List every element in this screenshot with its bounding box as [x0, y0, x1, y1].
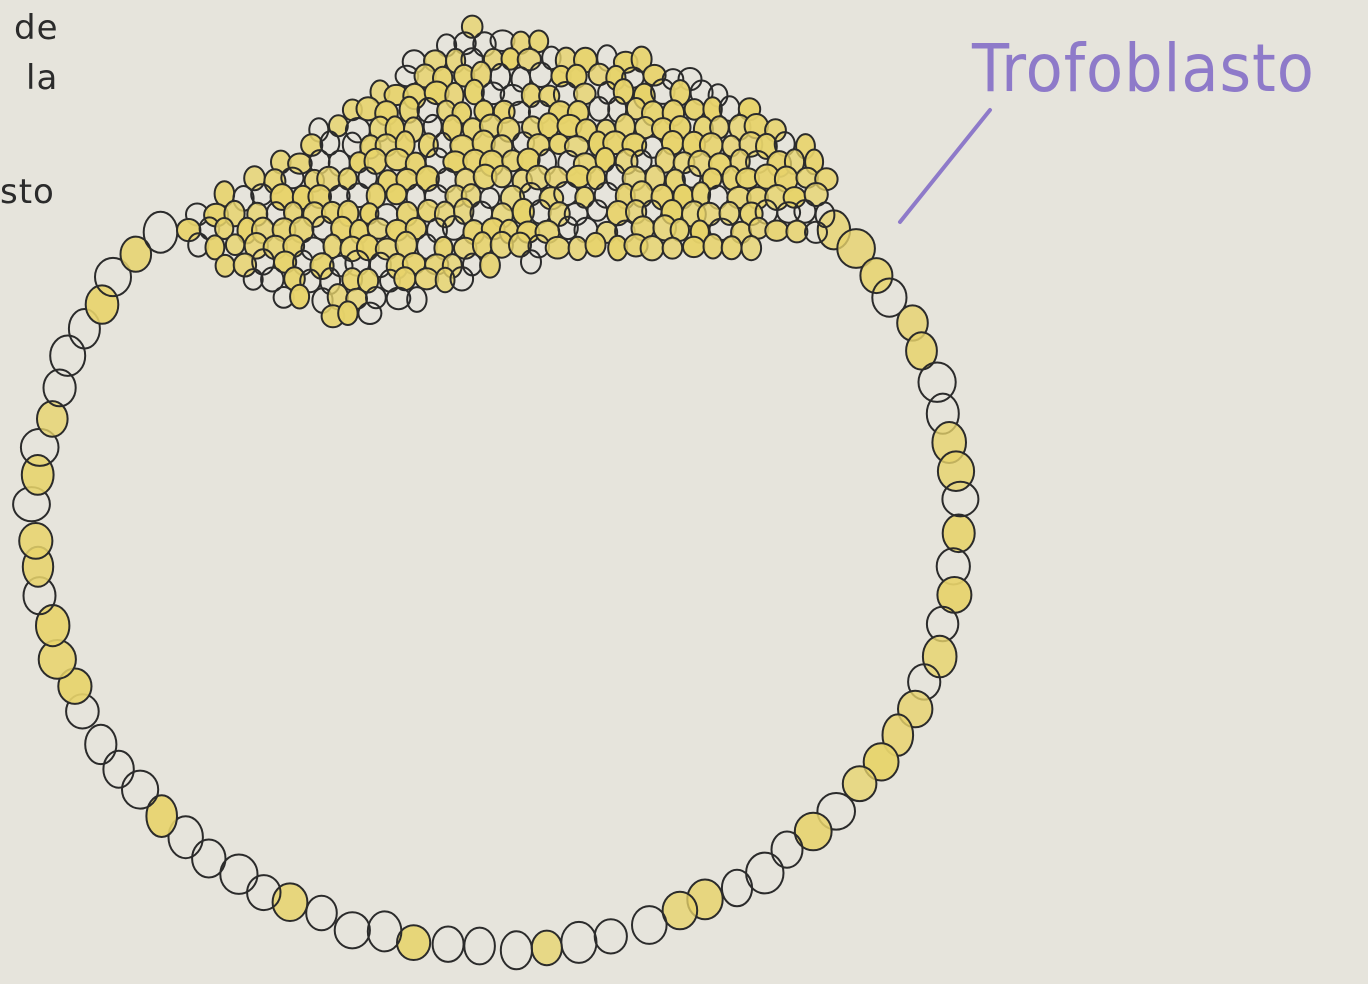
trophoblast-cell [943, 515, 975, 553]
inner-cell [290, 285, 309, 309]
trophoblast-cell [795, 813, 832, 851]
inner-cell [589, 97, 609, 121]
inner-cell [365, 149, 387, 174]
inner-cell [546, 237, 570, 259]
trophoblast-cell [632, 906, 667, 944]
inner-cell [177, 219, 200, 241]
trophoblast-label: Trofoblasto [972, 30, 1315, 107]
inner-cell [575, 187, 594, 208]
trophoblast-cell [306, 896, 337, 931]
trophoblast-cell [595, 919, 627, 953]
trophoblast-cell [50, 336, 85, 376]
trophoblast-cell [923, 636, 957, 678]
trophoblast-cell [532, 931, 562, 966]
trophoblast-cell [722, 870, 752, 907]
trophoblast-cell [335, 912, 370, 948]
inner-cell [722, 236, 742, 259]
inner-cell [794, 200, 815, 223]
trophoblast-cell [663, 892, 698, 930]
trophoblast-cell [433, 927, 464, 962]
inner-cell [386, 184, 406, 204]
trophoblast-cell [501, 931, 532, 969]
inner-cell [545, 167, 568, 188]
inner-cell [587, 167, 605, 190]
inner-cell [765, 221, 788, 241]
inner-cell [742, 236, 762, 260]
inner-cell [329, 115, 348, 136]
trophoblast-cell [561, 922, 596, 963]
trophoblast-cell [122, 771, 158, 809]
trophoblast-cell [146, 795, 177, 837]
inner-cell [641, 236, 664, 260]
inner-cell-mass [177, 16, 838, 328]
trophoblast-cell [144, 212, 178, 253]
inner-cell [480, 253, 500, 278]
inner-cell [569, 237, 587, 260]
inner-cell [216, 255, 235, 277]
trophoblast-cell [19, 523, 52, 559]
inner-cell [704, 234, 723, 258]
trophoblast-cell [368, 911, 402, 951]
inner-cell [492, 166, 512, 188]
inner-cell [301, 134, 322, 156]
trophoblast-cell [85, 725, 116, 764]
inner-cell [586, 233, 606, 257]
trophoblast-leader-line [900, 110, 990, 222]
trophoblast-cell [860, 258, 892, 293]
inner-cell [683, 237, 705, 257]
inner-cell [338, 301, 357, 325]
trophoblast-cell [36, 605, 69, 646]
inner-cell [226, 234, 244, 255]
trophoblast-cell [938, 451, 974, 491]
trophoblast-cell [103, 751, 133, 788]
inner-cell [663, 238, 683, 259]
trophoblast-cell [192, 840, 225, 878]
trophoblast-cell [464, 928, 495, 965]
trophoblast-cell [772, 832, 803, 868]
inner-cell [436, 268, 455, 293]
trophoblast-ring [13, 210, 978, 969]
